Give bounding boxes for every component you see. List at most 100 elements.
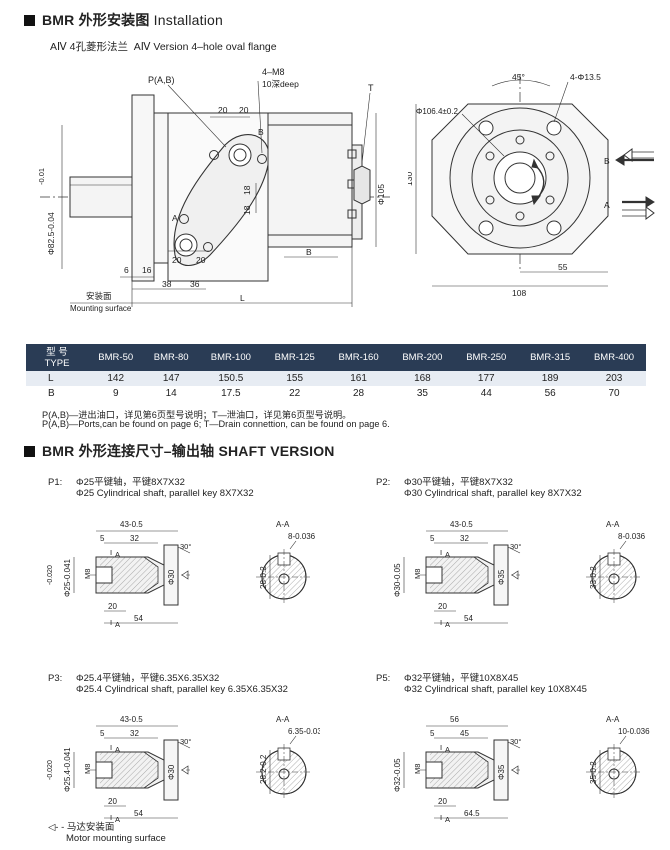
svg-text:A: A [172, 213, 178, 223]
shaft-length-label: 43-0.5 [120, 520, 143, 529]
thread-depth-label: 20 [108, 797, 117, 806]
key-offset-label: 5 [430, 534, 435, 543]
shaft-diameter-label: Φ25.4-0.041 [63, 747, 72, 792]
dimension-label: A [115, 550, 120, 559]
table-cell: 203 [582, 371, 646, 386]
table-header-model: BMR-125 [262, 344, 327, 371]
table-header-model: BMR-50 [88, 344, 144, 371]
key-width-label: 8-0.036 [288, 532, 316, 541]
svg-text:130: 130 [408, 172, 414, 186]
shaft-length-label: 43-0.5 [450, 520, 473, 529]
dimension-label: A [445, 815, 450, 824]
dimension-label: I [440, 618, 442, 627]
svg-text:Mounting surface: Mounting surface [70, 304, 132, 313]
table-cell: 177 [454, 371, 519, 386]
svg-text:38: 38 [162, 279, 172, 289]
shaft-total-length-label: 64.5 [464, 809, 480, 818]
table-cell: 22 [262, 386, 327, 401]
port-label: P(A,B) [148, 75, 175, 85]
table-cell: 161 [326, 371, 391, 386]
svg-text:6: 6 [124, 265, 129, 275]
section-height-label: 33-0.2 [589, 566, 598, 589]
svg-text:55: 55 [558, 262, 568, 272]
svg-text:-0.01: -0.01 [37, 168, 46, 185]
dimension-label: A [115, 815, 120, 824]
table-header-model: BMR-80 [143, 344, 199, 371]
thread-depth: 10深deep [262, 79, 299, 89]
key-length-label: 32 [130, 729, 139, 738]
svg-text:B: B [258, 127, 264, 137]
key-width-label: 8-0.036 [618, 532, 646, 541]
chamfer-angle-label: 30° [510, 542, 521, 551]
svg-text:B: B [604, 156, 610, 166]
table-header-model: BMR-200 [390, 344, 455, 371]
dimension-label: I [110, 813, 112, 822]
row-label: L [26, 371, 88, 386]
table-header-model: BMR-250 [454, 344, 519, 371]
shaft-p2-caption: P2:Φ30平键轴，平键8X7X32 Φ30 Cylindrical shaft… [376, 477, 582, 499]
body-diameter-label: Φ35 [497, 764, 506, 780]
section-height-label: 28-0.2 [259, 566, 268, 589]
svg-text:4-Φ13.5: 4-Φ13.5 [570, 72, 601, 82]
svg-text:L: L [240, 293, 245, 303]
shaft-tolerance-label: -0.020 [47, 760, 54, 780]
table-cell: 28 [326, 386, 391, 401]
table-header-model: BMR-315 [518, 344, 583, 371]
thread-label: 4–M8 [262, 67, 285, 77]
dimension-label: A [445, 620, 450, 629]
shaft-diameter-label: Φ30-0.05 [393, 563, 402, 597]
svg-text:B: B [306, 247, 312, 257]
table-header-model: BMR-400 [582, 344, 646, 371]
table-cell: 35 [390, 386, 455, 401]
svg-text:18: 18 [242, 205, 252, 215]
dimension-label: I [440, 743, 442, 752]
section-height-label: 28.2-0.2 [259, 754, 268, 784]
key-length-label: 45 [460, 729, 469, 738]
thread-label: M8 [413, 569, 422, 579]
flange-caption-cn: AⅣ 4孔菱形法兰 [50, 41, 128, 53]
drain-label: T [368, 83, 374, 93]
table-cell: 56 [518, 386, 583, 401]
dimension-label: A [115, 620, 120, 629]
table-cell: 17.5 [198, 386, 263, 401]
table-cell: 44 [454, 386, 519, 401]
svg-text:45°: 45° [512, 72, 525, 82]
table-header-model: BMR-100 [198, 344, 263, 371]
key-length-label: 32 [460, 534, 469, 543]
square-bullet-icon [24, 15, 35, 26]
shaft-p5-caption: P5:Φ32平键轴，平键10X8X45 Φ32 Cylindrical shaf… [376, 673, 587, 695]
table-cell: 147 [143, 371, 199, 386]
square-bullet-icon [24, 446, 35, 457]
svg-text:20: 20 [196, 255, 206, 265]
section-title-shaft: BMR 外形连接尺寸–输出轴 SHAFT VERSION [24, 441, 335, 461]
svg-text:108: 108 [512, 288, 526, 298]
chamfer-angle-label: 30° [510, 737, 521, 746]
key-offset-label: 5 [100, 534, 105, 543]
svg-text:Φ105: Φ105 [376, 184, 386, 205]
table-cell: 70 [582, 386, 646, 401]
svg-text:18: 18 [242, 185, 252, 195]
dimension-label: A [445, 550, 450, 559]
table-cell: 155 [262, 371, 327, 386]
motor-front-view-drawing: 45° 4-Φ13.5 Φ106.4±0.2 130 55 108 B A [408, 72, 655, 298]
table-cell: 142 [88, 371, 144, 386]
shaft-length-label: 56 [450, 715, 459, 724]
svg-text:16: 16 [142, 265, 152, 275]
row-label: B [26, 386, 88, 401]
body-diameter-label: Φ35 [497, 569, 506, 585]
key-length-label: 32 [130, 534, 139, 543]
dimension-label: A [115, 745, 120, 754]
shaft-total-length-label: 54 [134, 614, 143, 623]
motor-mounting-surface-legend: ◁- - 马达安装面 Motor mounting surface [48, 822, 166, 844]
section-title: A-A [276, 715, 290, 724]
svg-text:36: 36 [190, 279, 200, 289]
shaft-p1-caption: P1:Φ25平键轴，平键8X7X32 Φ25 Cylindrical shaft… [48, 477, 254, 499]
key-width-label: 6.35-0.03 [288, 727, 320, 736]
thread-depth-label: 20 [438, 602, 447, 611]
shaft-length-label: 43-0.5 [120, 715, 143, 724]
body-diameter-label: Φ30 [167, 569, 176, 585]
